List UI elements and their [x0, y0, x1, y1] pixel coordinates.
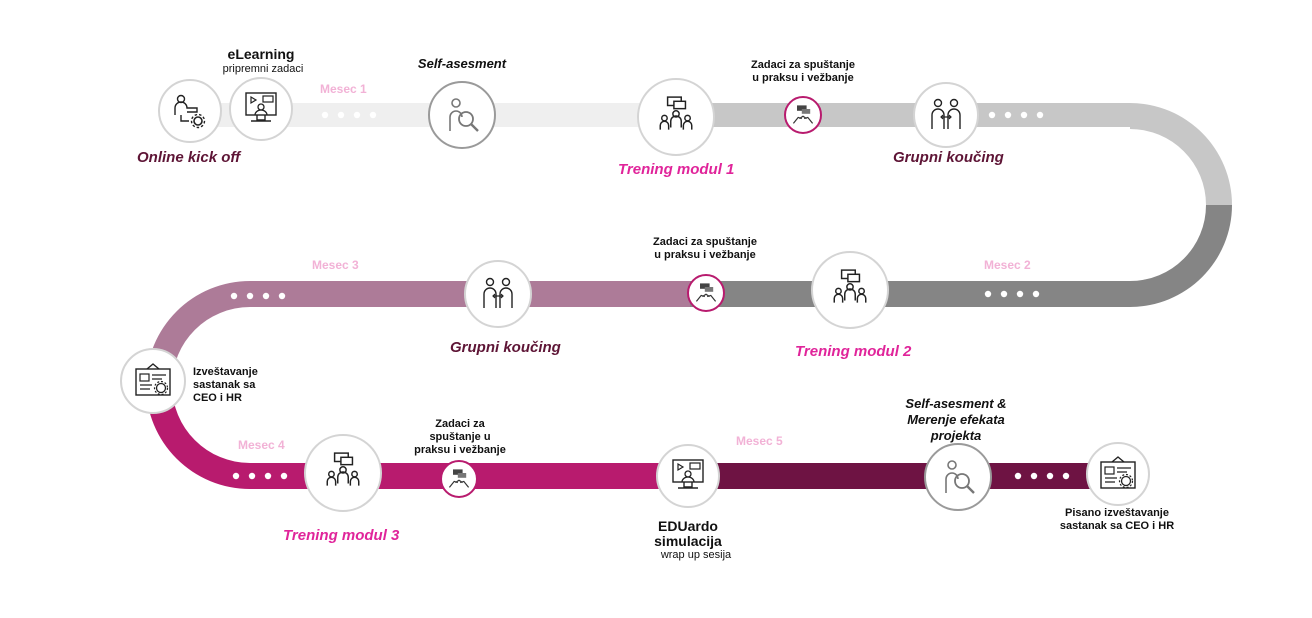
label-self-assessment: Self-asesment: [417, 56, 507, 71]
label-online-kickoff: Online kick off: [137, 149, 241, 166]
track-segment-top-gray: [680, 103, 1130, 127]
label-izvestavanje-l2: sastanak sa: [193, 379, 256, 391]
track-segment-month5: [690, 463, 1130, 489]
track-dots: [230, 111, 1070, 480]
label-eduardo-l2: simulacija: [654, 533, 722, 549]
month-label-5: Mesec 5: [736, 434, 783, 448]
month-label-4: Mesec 4: [238, 438, 285, 452]
node-self-final: [924, 443, 992, 511]
track-segment-month2: [690, 281, 1130, 307]
node-elearning: [229, 77, 293, 141]
label-self-final-l2: Merenje efekata: [907, 412, 1005, 427]
label-trening-2: Trening modul 2: [795, 343, 912, 360]
node-zadaci-2: [687, 274, 725, 312]
label-zadaci-3-l3: praksu i vežbanje: [414, 444, 506, 456]
label-zadaci-3-l1: Zadaci za: [435, 418, 485, 430]
label-eduardo-sub: wrap up sesija: [660, 549, 732, 561]
label-elearning-sub: pripremni zadaci: [222, 63, 304, 75]
label-trening-1: Trening modul 1: [618, 161, 735, 178]
track-bend-right: [1130, 103, 1232, 307]
label-zadaci-2-l2: u praksu i vežbanje: [654, 249, 756, 261]
label-elearning: eLearning: [227, 46, 295, 62]
label-grupni-2: Grupni koučing: [450, 339, 561, 356]
node-izvestavanje: [120, 348, 186, 414]
label-grupni-1: Grupni koučing: [893, 149, 1004, 166]
node-grupni-1: [913, 82, 979, 148]
label-izvestavanje-l3: CEO i HR: [193, 392, 242, 404]
label-eduardo-l1: EDUardo: [658, 518, 718, 534]
label-izvestavanje-l1: Izveštavanje: [193, 366, 258, 378]
label-zadaci-1-l1: Zadaci za spuštanje: [751, 59, 855, 71]
label-self-final-l3: projekta: [930, 428, 982, 443]
node-grupni-2: [464, 260, 532, 328]
label-self-final-l1: Self-asesment &: [905, 396, 1007, 411]
track-bend-left: [146, 281, 250, 489]
node-eduardo: [656, 444, 720, 508]
month-label-1: Mesec 1: [320, 82, 367, 96]
label-pisano-l2: sastanak sa CEO i HR: [1059, 520, 1175, 532]
node-zadaci-3: [440, 460, 478, 498]
node-self-assessment: [428, 81, 496, 149]
month-label-2: Mesec 2: [984, 258, 1031, 272]
label-zadaci-3-l2: spuštanje u: [429, 431, 491, 443]
node-zadaci-1: [784, 96, 822, 134]
node-trening-1: [637, 78, 715, 156]
node-pisano: [1086, 442, 1150, 506]
node-kickoff: [158, 79, 222, 143]
label-trening-3: Trening modul 3: [283, 527, 400, 544]
label-zadaci-2-l1: Zadaci za spuštanje: [653, 236, 757, 248]
label-zadaci-1-l2: u praksu i vežbanje: [752, 72, 854, 84]
node-trening-2: [811, 251, 889, 329]
node-trening-3: [304, 434, 382, 512]
month-label-3: Mesec 3: [312, 258, 359, 272]
label-pisano-l1: Pisano izveštavanje: [1065, 507, 1169, 519]
